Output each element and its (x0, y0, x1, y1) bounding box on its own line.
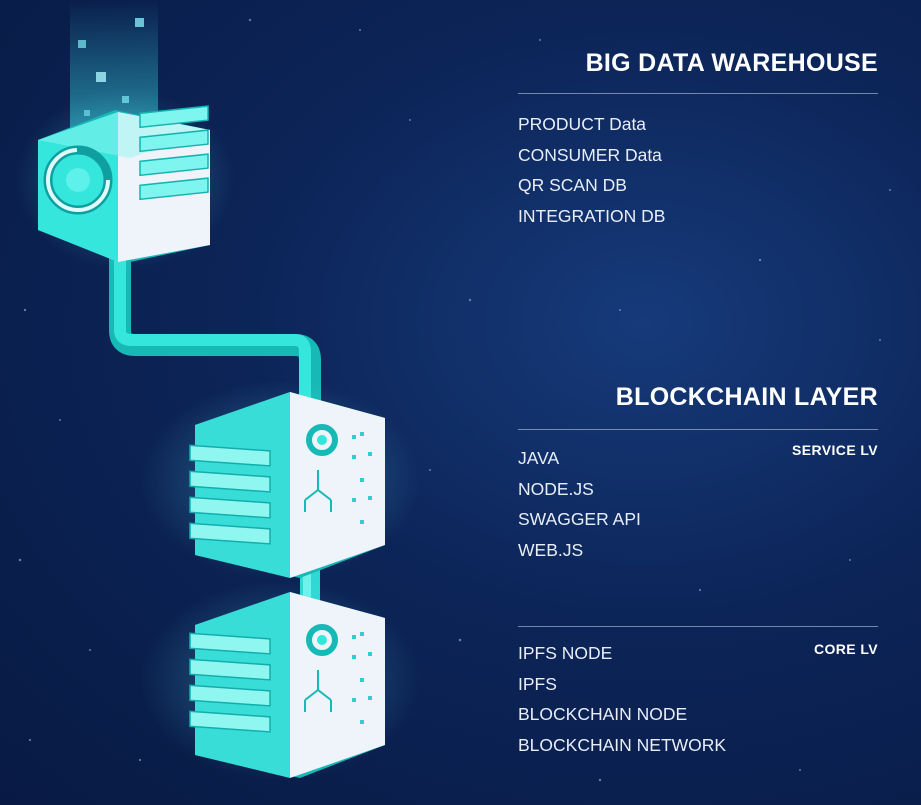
warehouse-list: PRODUCT Data CONSUMER Data QR SCAN DB IN… (518, 109, 665, 231)
list-item: IPFS NODE (518, 643, 613, 663)
warehouse-title: BIG DATA WAREHOUSE (585, 49, 878, 77)
service-list: JAVA NODE.JS SWAGGER API WEB.JS (518, 443, 641, 565)
list-item: WEB.JS (518, 539, 584, 560)
service-level-label: SERVICE LV (792, 442, 878, 458)
list-item: CONSUMER Data (518, 144, 662, 165)
list-item: NODE.JS (518, 478, 594, 499)
list-item: QR SCAN DB (518, 175, 627, 195)
list-item: BLOCKCHAIN NETWORK (518, 734, 727, 755)
list-item: SWAGGER API (518, 509, 641, 529)
core-level-label: CORE LV (814, 641, 878, 657)
stars-decoration (18, 18, 891, 782)
list-item: PRODUCT Data (518, 114, 647, 134)
list-item: BLOCKCHAIN NODE (518, 704, 688, 724)
core-divider (518, 626, 878, 627)
server-cube-icon (140, 580, 420, 780)
database-cube-icon (15, 90, 235, 270)
list-item: INTEGRATION DB (518, 205, 666, 226)
list-item: IPFS (518, 673, 557, 694)
core-list: IPFS NODE IPFS BLOCKCHAIN NODE BLOCKCHAI… (518, 638, 726, 760)
service-divider (518, 429, 878, 430)
server-cube-icon (140, 380, 420, 580)
list-item: JAVA (518, 448, 560, 468)
blockchain-title: BLOCKCHAIN LAYER (615, 383, 878, 411)
warehouse-divider (518, 93, 878, 94)
